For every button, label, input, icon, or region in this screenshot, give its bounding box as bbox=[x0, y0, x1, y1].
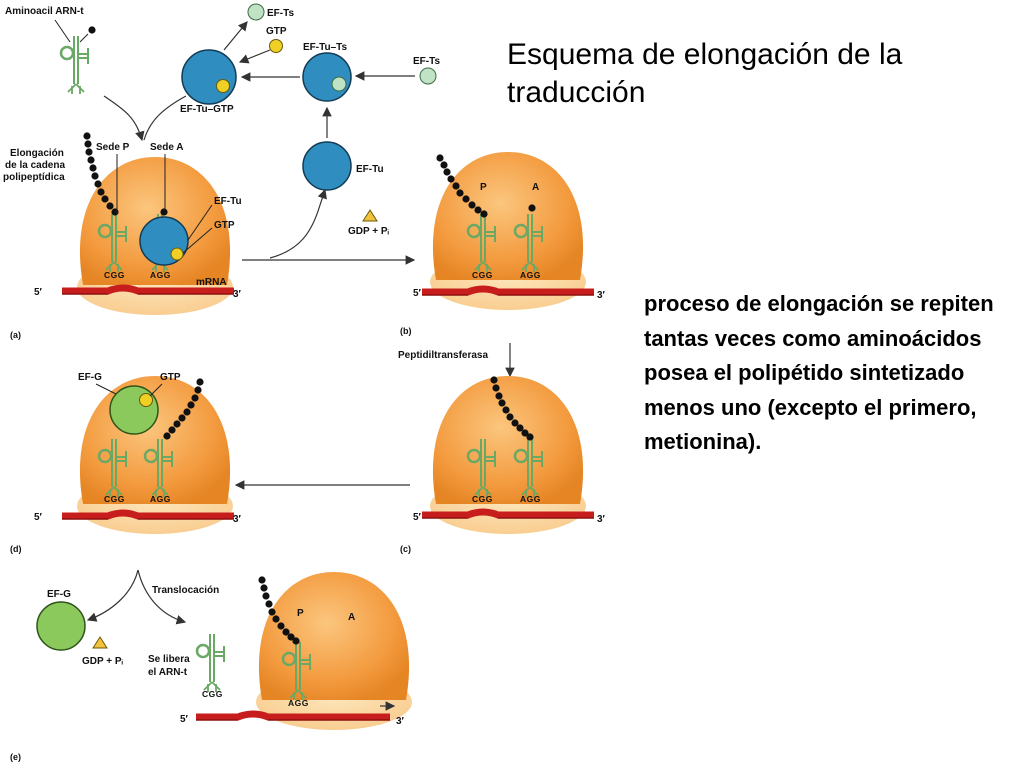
mrna-5prime-b: 5′ bbox=[413, 288, 422, 299]
codon-p-b: CGG bbox=[472, 270, 493, 280]
mrna-3prime-a: 3′ bbox=[233, 289, 242, 300]
polypeptide-chain-a bbox=[83, 132, 119, 216]
polypeptide-chain-c bbox=[490, 376, 534, 441]
codon-p-c: CGG bbox=[472, 494, 493, 504]
mrna-5prime-c: 5′ bbox=[413, 512, 422, 523]
codon-a-a: AGG bbox=[150, 270, 171, 280]
slide-title: Esquema de elongación de la traducción bbox=[507, 38, 903, 109]
gdp-triangle-e bbox=[92, 636, 108, 649]
codon-a-d: AGG bbox=[150, 494, 171, 504]
ef-tu-gtp-complex bbox=[181, 49, 237, 105]
ef-g-bound-d bbox=[109, 385, 159, 435]
ef-ts-free-label: EF-Ts bbox=[413, 56, 440, 67]
aminoacyl-trna-label: Aminoacil ARN-t bbox=[5, 6, 84, 17]
gtp-bound-d bbox=[139, 393, 153, 407]
mrna-3prime-c: 3′ bbox=[597, 514, 606, 525]
arrow-b-to-c: Peptidiltransferasa bbox=[398, 343, 515, 378]
release-label-1: Se libera bbox=[148, 654, 190, 665]
gtp-free bbox=[269, 39, 283, 53]
codon-p-d: CGG bbox=[104, 494, 125, 504]
ef-ts-free bbox=[419, 67, 437, 85]
mrna-3prime-b: 3′ bbox=[597, 290, 606, 301]
gdp-pi-label-e: GDP + Pᵢ bbox=[82, 656, 124, 667]
mrna-3prime-d: 3′ bbox=[233, 514, 242, 525]
panel-e-label: (e) bbox=[10, 752, 21, 762]
codon-a-b: AGG bbox=[520, 270, 541, 280]
panel-d: 5′ 3′ CGG AGG EF-G GTP (d) bbox=[10, 372, 242, 554]
panel-b-label: (b) bbox=[400, 326, 412, 336]
mrna-3prime-e: 3′ bbox=[396, 716, 405, 727]
translocation-arrows: Translocación bbox=[86, 569, 219, 625]
elongation-label-3: polipeptídica bbox=[3, 172, 65, 183]
mrna-5prime-a: 5′ bbox=[34, 287, 43, 298]
translocation-label: Translocación bbox=[152, 585, 219, 596]
ef-tu-cycle: Aminoacil ARN-t EF-Tu–GTP EF-Ts GTP EF-T… bbox=[5, 3, 440, 191]
mrna-label: mRNA bbox=[196, 277, 227, 288]
panel-b: 5′ 3′ CGG AGG P A (b) bbox=[400, 152, 606, 336]
ef-tu-ts-label: EF-Tu–Ts bbox=[303, 42, 348, 53]
site-p-label: Sede P bbox=[96, 142, 130, 153]
ef-tu-bound-label: EF-Tu bbox=[214, 196, 242, 207]
polypeptide-chain-e bbox=[258, 576, 300, 645]
ef-tu-ts-complex bbox=[302, 52, 352, 102]
codon-e: AGG bbox=[288, 698, 309, 708]
gtp-bound-d-label: GTP bbox=[160, 372, 181, 383]
ef-tu-free-label: EF-Tu bbox=[356, 164, 384, 175]
elongation-label-2: de la cadena bbox=[5, 160, 65, 171]
mrna-5prime-d: 5′ bbox=[34, 512, 43, 523]
gtp-bound-a bbox=[170, 247, 184, 261]
mrna-5prime-e: 5′ bbox=[180, 714, 189, 725]
codon-a-c: AGG bbox=[520, 494, 541, 504]
site-p-e: P bbox=[297, 608, 304, 619]
polypeptide-chain-d bbox=[163, 378, 204, 440]
panel-c: 5′ 3′ CGG AGG (c) bbox=[400, 376, 606, 554]
gtp-free-label: GTP bbox=[266, 26, 287, 37]
ef-g-released-label: EF-G bbox=[47, 589, 71, 600]
site-p-b: P bbox=[480, 182, 487, 193]
codon-p-a: CGG bbox=[104, 270, 125, 280]
gtp-bound-label: GTP bbox=[214, 220, 235, 231]
polypeptide-chain-b bbox=[436, 154, 488, 218]
site-a-b: A bbox=[532, 182, 539, 193]
ef-ts-released bbox=[247, 3, 265, 21]
released-trna-codon: CGG bbox=[202, 689, 223, 699]
site-a-label: Sede A bbox=[150, 142, 184, 153]
ef-g-bound-label: EF-G bbox=[78, 372, 102, 383]
slide-body: proceso de elongación se repiten tantas … bbox=[644, 291, 994, 454]
panel-d-label: (d) bbox=[10, 544, 22, 554]
ef-ts-released-label: EF-Ts bbox=[267, 8, 294, 19]
elongation-label-1: Elongación bbox=[10, 148, 64, 159]
arrow-a-to-b: GDP + Pᵢ bbox=[242, 188, 416, 265]
panel-a-label: (a) bbox=[10, 330, 21, 340]
gdp-pi-label-b: GDP + Pᵢ bbox=[348, 226, 390, 237]
peptidyl-label: Peptidiltransferasa bbox=[398, 350, 488, 361]
panel-c-label: (c) bbox=[400, 544, 411, 554]
ef-tu-gtp-label: EF-Tu–GTP bbox=[180, 104, 234, 115]
panel-e: EF-G GDP + Pᵢ CGG Se libera el ARN-t 5′ … bbox=[10, 572, 412, 762]
panel-a: 5′ 3′ mRNA CGG AGG Sede P Sede A Elongac… bbox=[3, 132, 242, 340]
ef-tu-free bbox=[302, 141, 352, 191]
mrna-e bbox=[196, 710, 390, 721]
release-label-2: el ARN-t bbox=[148, 667, 188, 678]
ef-g-released bbox=[36, 601, 86, 651]
site-a-e: A bbox=[348, 612, 355, 623]
